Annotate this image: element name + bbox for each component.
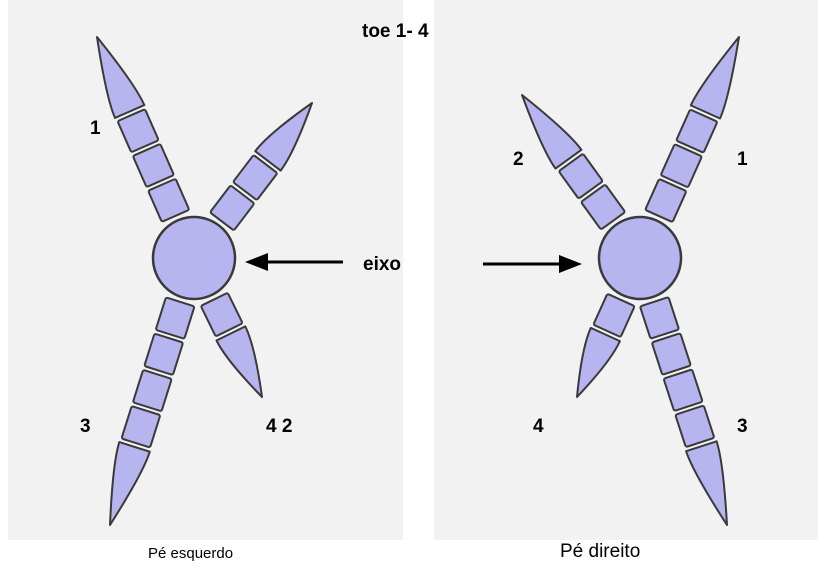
left-foot-toe-4-tip bbox=[215, 325, 263, 398]
right-foot-toe-3-segment bbox=[663, 368, 704, 412]
left-toe-label-3: 3 bbox=[80, 416, 91, 437]
left-foot-toe-4-segment bbox=[200, 292, 243, 337]
left-foot-toe-1-segment bbox=[147, 178, 190, 223]
axis-label: eixo bbox=[363, 254, 402, 275]
right-foot-toe-2-segment bbox=[558, 153, 604, 199]
right-axis-arrow bbox=[483, 255, 582, 273]
right-foot-diagram bbox=[521, 36, 740, 526]
right-foot-toe-2-tip bbox=[521, 94, 583, 170]
left-foot-toe-1-segment bbox=[132, 143, 175, 188]
right-foot-toe-4-segment bbox=[592, 293, 636, 338]
right-foot-toe-1-tip bbox=[689, 36, 740, 120]
left-foot-diagram bbox=[96, 36, 313, 526]
left-foot-toe-1-segment bbox=[117, 108, 160, 153]
right-foot-toe-1-segment bbox=[660, 143, 703, 188]
left-foot-toe-3-segment bbox=[155, 296, 196, 340]
left-toe-label-4-2: 4 2 bbox=[266, 416, 293, 437]
left-foot-toe-3-segment bbox=[120, 405, 161, 449]
right-foot-toe-3-tip bbox=[685, 440, 728, 526]
right-foot-toe-3-segment bbox=[674, 405, 715, 448]
right-foot-toe-1-segment bbox=[675, 109, 718, 154]
left-axis-arrow bbox=[245, 253, 343, 271]
left-foot-toe-3-segment bbox=[143, 333, 184, 376]
right-toe-label-1: 1 bbox=[737, 149, 748, 170]
right-foot-toe-3-segment bbox=[651, 332, 692, 376]
left-foot-toe-3-segment bbox=[132, 369, 173, 412]
left-foot-toe-1-tip bbox=[96, 36, 146, 119]
diagram-title: toe 1- 4 bbox=[362, 21, 429, 42]
right-toe-label-4: 4 bbox=[533, 416, 544, 437]
right-foot-caption: Pé direito bbox=[560, 541, 641, 562]
right-foot-toe-1-segment bbox=[644, 178, 687, 223]
right-foot-toe-4-tip bbox=[576, 326, 621, 398]
left-foot-toe-3-tip bbox=[109, 441, 151, 526]
left-foot-toe-2-tip bbox=[254, 102, 313, 172]
right-foot-toe-2-segment bbox=[580, 184, 626, 230]
right-toe-label-2: 2 bbox=[513, 149, 524, 170]
left-toe-label-1: 1 bbox=[90, 118, 101, 139]
left-foot-caption: Pé esquerdo bbox=[148, 545, 234, 562]
right-foot-axis-circle bbox=[597, 215, 683, 301]
left-foot-toe-2-segment bbox=[209, 185, 255, 231]
left-foot-axis-circle bbox=[151, 215, 237, 301]
right-foot-toe-3-segment bbox=[639, 296, 680, 340]
right-toe-label-3: 3 bbox=[737, 416, 748, 437]
left-foot-toe-2-segment bbox=[232, 154, 278, 201]
